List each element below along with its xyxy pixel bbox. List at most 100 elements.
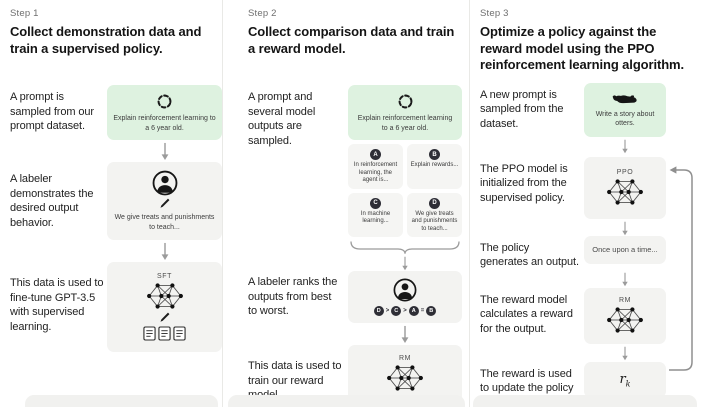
step-2-column: Step 2 Collect comparison data and train… [248,0,462,407]
prompt-text: Explain reinforcement learning to a 6 ye… [113,115,216,132]
neural-network-icon [146,282,184,310]
ppo-init-row: The PPO model is initialized from the su… [480,156,698,219]
rank-badge: B [426,306,437,317]
prompt-box: Explain reinforcement learning to a 6 ye… [348,85,462,141]
output-a-text: In reinforcement learning, the agent is.… [353,162,398,184]
output-c-text: In machine learning... [360,210,391,225]
row-label: A new prompt is sampled from the dataset… [480,88,564,130]
document-icon [158,326,171,341]
model-outputs-grid: A In reinforcement learning, the agent i… [348,144,462,238]
output-b-box: B Explain rewards... [407,144,462,189]
otter-silhouette-icon [612,93,638,106]
neural-network-icon [386,364,424,392]
row-label: The policy generates an output. [480,241,579,269]
person-in-circle-icon [393,278,417,302]
arrow-down-icon [620,139,630,154]
row-label: This data is used to fine-tune GPT-3.5 w… [10,277,104,333]
labeler-ranking-row: A labeler ranks the outputs from best to… [248,187,462,324]
pencil-icon [159,198,170,209]
model-name: PPO [616,169,634,177]
rank-separator: = [420,308,425,315]
loop-arrow-icon [669,166,693,371]
column-divider [469,0,470,407]
output-b-text: Explain rewards... [410,162,459,169]
neural-network-icon [606,178,644,206]
reward-value-box: rk [584,361,666,398]
flow-arrow-row [10,140,222,162]
arrow-down-icon [620,272,630,287]
rank-badge: C [391,306,402,317]
row-label: A prompt is sampled from our prompt data… [10,91,94,133]
bottom-card-edge [473,395,697,407]
row-label: The reward is used to update the policy … [480,367,574,407]
prompt-text: Write a story about otters. [595,110,655,128]
dashed-circle-icon [156,93,173,110]
output-c-badge: C [370,197,381,209]
rank-badge: A [408,306,419,317]
row-label: A prompt and several model outputs are s… [248,91,316,147]
prompt-sampling-row: A new prompt is sampled from the dataset… [480,82,698,137]
arrow-down-icon [400,325,410,344]
model-name: RM [398,354,412,362]
output-d-box: D We give treats and punishments to teac… [407,192,462,238]
step-2-title: Collect comparison data and train a rewa… [248,24,455,56]
step-3-column: Step 3 Optimize a policy against the rew… [480,0,698,407]
flow-arrow-row [10,240,222,262]
demonstration-text: We give treats and punishments to teach.… [114,214,215,231]
rank-badge: D [373,306,384,317]
flow-arrow-row [480,219,698,236]
output-d-badge: D [429,197,440,209]
arrow-down-icon [620,346,630,361]
prompt-sampling-row: A prompt and several model outputs are s… [248,85,462,271]
flow-arrow-row [248,323,462,345]
model-name: SFT [156,273,173,281]
arrow-down-icon [160,142,170,161]
flow-arrow-row [480,137,698,157]
flow-arrow-row [480,270,698,288]
rank-separator: > [385,308,390,315]
ppo-model-box: PPO [584,156,666,219]
step-1-title: Collect demonstration data and train a s… [10,24,202,56]
labeler-demo-box: We give treats and punishments to teach.… [107,162,222,241]
neural-network-icon [606,306,644,334]
bottom-card-edge [228,395,465,407]
labeler-demo-row: A labeler demonstrates the desired outpu… [10,162,222,241]
step-1-label: Step 1 [10,8,39,19]
policy-update-row: The reward is used to update the policy … [480,361,698,407]
ranking-sequence: D > C > A = B [373,306,437,317]
document-icon [143,326,156,341]
curly-brace-icon [349,240,461,254]
dashed-circle-icon [397,93,414,110]
pencil-icon [159,312,170,323]
prompt-box: Explain reinforcement learning to a 6 ye… [107,85,222,141]
sft-model-box: SFT [107,262,222,353]
policy-output-row: The policy generates an output. Once upo… [480,235,698,270]
arrow-down-icon [160,242,170,261]
prompt-sampling-row: A prompt is sampled from our prompt data… [10,85,222,141]
prompt-text: Explain reinforcement learning to a 6 ye… [357,115,453,132]
step-3-title: Optimize a policy against the reward mod… [480,24,685,73]
step-3-label: Step 3 [480,8,509,19]
step-1-column: Step 1 Collect demonstration data and tr… [10,0,222,353]
bottom-card-edge [25,395,218,407]
row-label: The reward model calculates a reward for… [480,293,573,335]
reward-calc-row: The reward model calculates a reward for… [480,287,698,344]
document-icon [173,326,186,341]
row-label: The PPO model is initialized from the su… [480,162,568,204]
row-label: A labeler demonstrates the desired outpu… [10,173,94,229]
flow-arrow-row [480,344,698,362]
output-b-badge: B [429,149,440,161]
reward-model-box: RM [584,287,666,344]
step-2-label: Step 2 [248,8,277,19]
rank-separator: > [403,308,407,315]
arrow-down-icon [620,221,630,236]
generated-output-text: Once upon a time... [592,244,658,254]
labeler-ranking-box: D > C > A = B [348,271,462,324]
generated-output-box: Once upon a time... [584,235,666,264]
sft-training-row: This data is used to fine-tune GPT-3.5 w… [10,262,222,353]
arrow-down-icon [400,256,410,271]
reward-symbol: rk [619,371,631,389]
output-c-box: C In machine learning... [348,192,403,238]
output-d-text: We give treats and punishments to teach.… [411,210,458,232]
